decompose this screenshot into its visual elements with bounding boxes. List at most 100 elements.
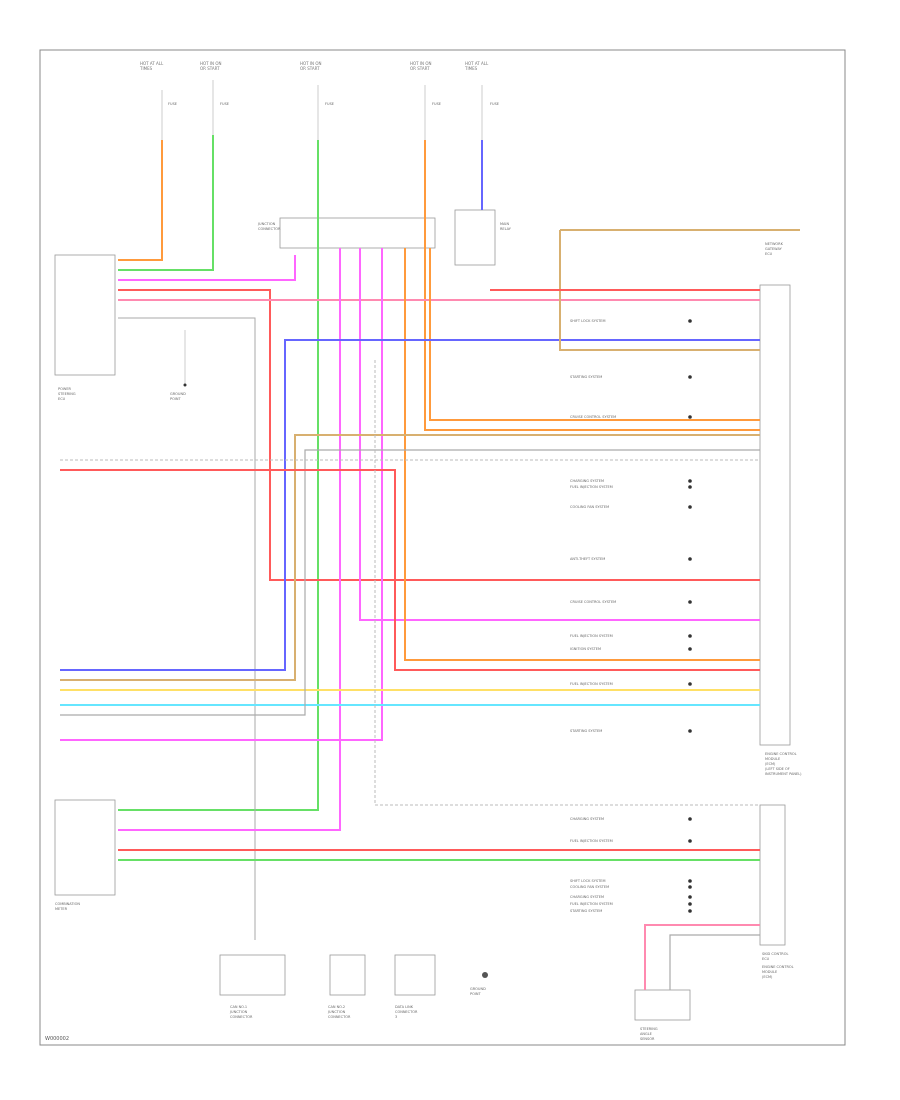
bc1-line-3: CONNECTOR <box>230 1015 253 1019</box>
splice-dot <box>688 682 692 686</box>
system-ref: CRUISE CONTROL SYSTEM <box>570 600 616 604</box>
wire-tan-1 <box>60 434 760 681</box>
splice-dot <box>688 729 692 733</box>
bc3-line-3: 3 <box>395 1015 397 1019</box>
ecm-line-2: MODULE <box>765 757 780 761</box>
splice-dot <box>688 634 692 638</box>
gateway-line-3: ECU <box>765 252 773 256</box>
wire-gray-1 <box>118 317 256 940</box>
splice-dot <box>688 839 692 843</box>
wires-layer <box>60 135 800 990</box>
fuse-2-line-2: OR START <box>200 66 220 71</box>
ecm-bottom-line-2: MODULE <box>762 970 777 974</box>
fuse-4: HOT IN ON OR START FUSE <box>410 61 441 140</box>
system-ref: ANTI-THEFT SYSTEM <box>570 557 605 561</box>
wire-blue-1 <box>60 339 760 671</box>
fuse-1: HOT AT ALL TIMES FUSE <box>139 61 177 140</box>
fuse-5: HOT AT ALL TIMES FUSE <box>464 61 499 140</box>
wire-magenta-4 <box>60 248 383 741</box>
system-ref: SHIFT LOCK SYSTEM <box>570 879 605 883</box>
wire-orange-3 <box>429 248 760 421</box>
bc4-line-1: GROUND <box>470 987 486 991</box>
wire-magenta-1 <box>118 255 296 281</box>
fuse-3-label: FUSE <box>325 102 334 106</box>
wire-magenta-3 <box>359 248 760 621</box>
splice-dot <box>688 319 692 323</box>
bottom-connectors: CAN NO.1 JUNCTION CONNECTOR CAN NO.2 JUN… <box>219 954 691 1041</box>
fuse-5-label: FUSE <box>490 102 499 106</box>
system-ref: CHARGING SYSTEM <box>570 895 604 899</box>
system-ref: COOLING FAN SYSTEM <box>570 505 609 509</box>
gateway-line-2: GATEWAY <box>765 247 783 251</box>
left-module-line-3: ECU <box>58 397 66 401</box>
wire-gray-2 <box>60 449 760 716</box>
fuse-1-line-1: HOT AT ALL <box>140 61 164 66</box>
splice-dot <box>688 505 692 509</box>
junction-label-2: CONNECTOR <box>258 227 281 231</box>
system-ref: CHARGING SYSTEM <box>570 817 604 821</box>
fuse-2-label: FUSE <box>220 102 229 106</box>
splice-dot <box>688 909 692 913</box>
splice-dot <box>688 817 692 821</box>
system-ref: FUEL INJECTION SYSTEM <box>570 634 613 638</box>
splice-dot <box>688 879 692 883</box>
system-ref: FUEL INJECTION SYSTEM <box>570 682 613 686</box>
wire-pink-2 <box>644 924 760 990</box>
bc2-line-1: CAN NO.2 <box>328 1005 345 1009</box>
ecm-line-1: ENGINE CONTROL <box>765 752 797 756</box>
fuse-2-line-1: HOT IN ON <box>200 61 221 66</box>
wire-green-top-3 <box>118 140 319 811</box>
page-label: W000002 <box>45 1036 69 1042</box>
wire-orange-top-1 <box>118 140 163 261</box>
system-ref: STARTING SYSTEM <box>570 729 602 733</box>
left-module-line-2: STEERING <box>58 392 76 396</box>
combination-meter: COMBINATION METER <box>54 799 116 911</box>
ecm-bottom-line-3: (ECM) <box>762 975 773 979</box>
fuse-3: HOT IN ON OR START FUSE <box>300 61 334 140</box>
junction-connector: JUNCTION CONNECTOR <box>257 217 436 249</box>
bc1-line-2: JUNCTION <box>229 1010 248 1014</box>
splice-dot <box>688 415 692 419</box>
system-references: SHIFT LOCK SYSTEM STARTING SYSTEM CRUISE C… <box>570 319 692 913</box>
bc2-line-3: CONNECTOR <box>328 1015 351 1019</box>
wire-tan-3 <box>559 230 760 351</box>
relay-label-2: RELAY <box>500 227 512 231</box>
system-ref: STARTING SYSTEM <box>570 375 602 379</box>
br-line-3: SENSOR <box>640 1037 655 1041</box>
relay-label-1: MAIN <box>500 222 509 226</box>
combination-meter-line-1: COMBINATION <box>55 902 80 906</box>
system-ref: FUEL INJECTION SYSTEM <box>570 839 613 843</box>
ecm-line-4: (LEFT SIDE OF <box>765 767 790 771</box>
bc2-line-2: JUNCTION <box>327 1010 346 1014</box>
ground-point-1: GROUND <box>170 392 186 396</box>
ecm-bottom-line-1: ENGINE CONTROL <box>762 965 794 969</box>
ecm-line-5: INSTRUMENT PANEL) <box>765 772 802 776</box>
system-ref: SHIFT LOCK SYSTEM <box>570 319 605 323</box>
fuse-2: HOT IN ON OR START FUSE <box>200 61 229 135</box>
splice-dot <box>688 600 692 604</box>
bc3-line-2: CONNECTOR <box>395 1010 418 1014</box>
wire-gray-3 <box>669 934 760 990</box>
br-line-1: STEERING <box>640 1027 658 1031</box>
fuse-3-line-2: OR START <box>300 66 320 71</box>
wire-red-1 <box>118 289 760 581</box>
wire-orange-2 <box>404 248 760 661</box>
splice-dot <box>688 375 692 379</box>
skid-line-2: ECU <box>762 957 770 961</box>
splice-dot <box>688 557 692 561</box>
fuse-1-line-2: TIMES <box>139 66 153 71</box>
fuse-1-label: FUSE <box>168 102 177 106</box>
fuse-4-line-1: HOT IN ON <box>410 61 431 66</box>
skid-line-1: SKID CONTROL <box>762 952 788 956</box>
wire-red-2 <box>60 469 760 671</box>
fuse-4-label: FUSE <box>432 102 441 106</box>
bc4-line-2: POINT <box>470 992 482 996</box>
ground-point-2: POINT <box>170 397 182 401</box>
system-ref: COOLING FAN SYSTEM <box>570 885 609 889</box>
wire-dash-2 <box>374 360 760 806</box>
splice-dot <box>688 479 692 483</box>
system-ref: FUEL INJECTION SYSTEM <box>570 485 613 489</box>
system-ref: FUEL INJECTION SYSTEM <box>570 902 613 906</box>
main-relay: MAIN RELAY <box>454 209 512 266</box>
